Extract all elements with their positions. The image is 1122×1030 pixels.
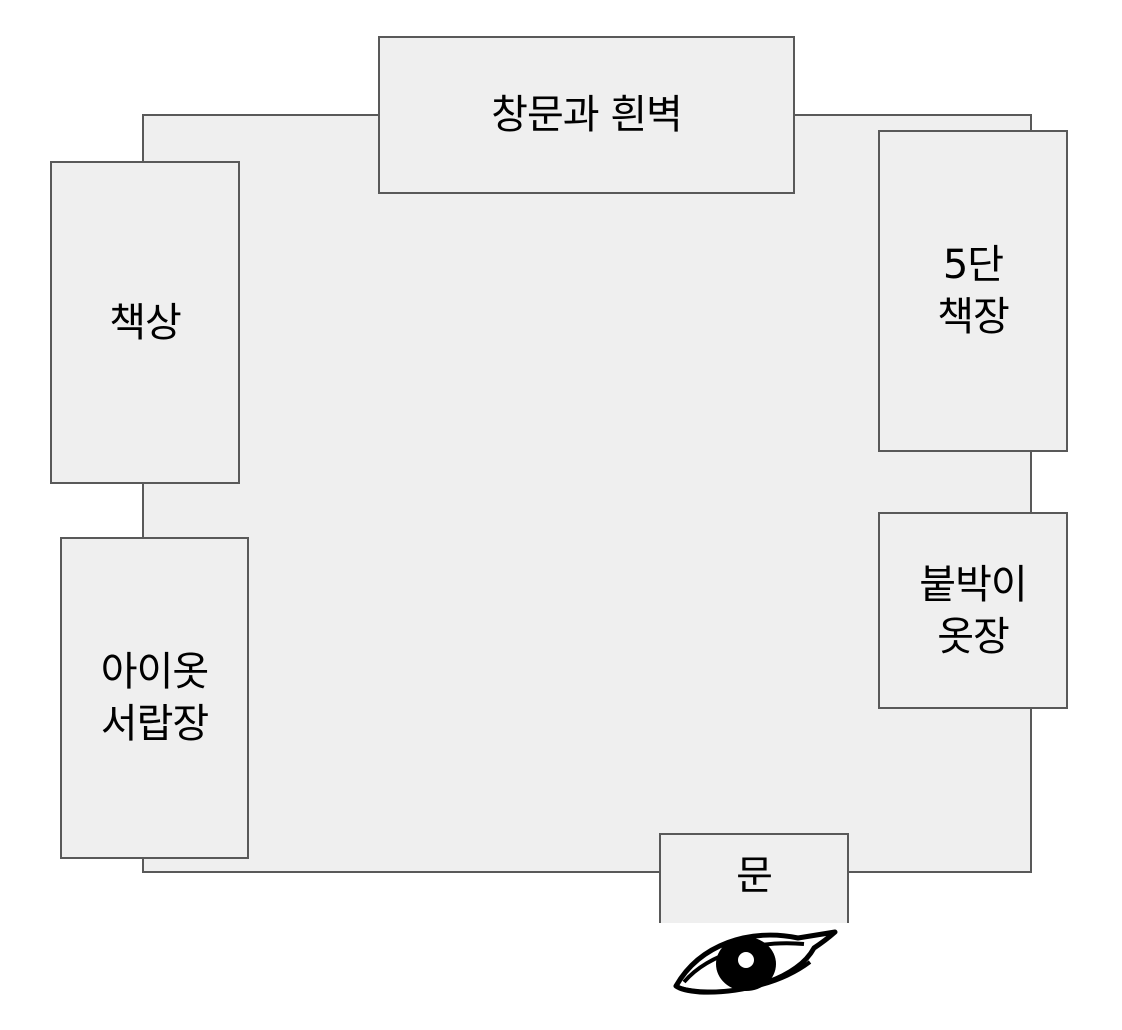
window-wall-label: 창문과 흰벽 [491,92,683,138]
window-wall-box: 창문과 흰벽 [378,36,795,194]
door-box: 문 [659,833,849,923]
door-label: 문 [736,853,773,899]
desk-label: 책상 [109,299,182,346]
eye-icon [673,929,838,995]
bookshelf-box: 5단 책장 [878,130,1068,452]
built-in-closet-label: 붙박이 옷장 [919,561,1027,660]
built-in-closet-box: 붙박이 옷장 [878,512,1068,709]
bookshelf-label: 5단 책장 [937,242,1010,340]
kids-drawers-box: 아이옷 서랍장 [60,537,249,859]
kids-drawers-label: 아이옷 서랍장 [100,649,209,747]
desk-box: 책상 [50,161,240,484]
